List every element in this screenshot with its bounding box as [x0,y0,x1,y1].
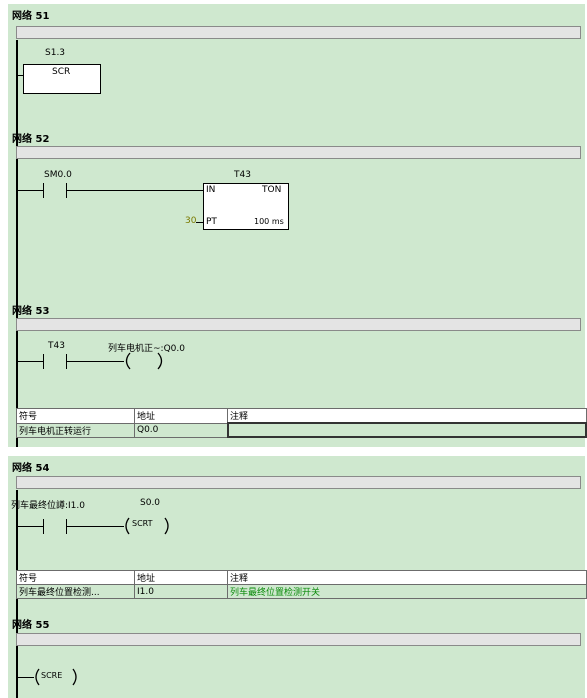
network-54-comment[interactable] [16,476,581,489]
scr-address[interactable]: S1.3 [45,48,66,58]
s00-coil-address[interactable]: S0.0 [140,498,161,508]
scre-label: SCRE [41,671,63,680]
scrt-label: SCRT [132,519,153,528]
network-53-comment[interactable] [16,318,581,331]
network-52-title: 网络 52 [12,134,50,145]
network-54-title: 网络 54 [12,463,50,474]
col-comment: 注释 [227,408,587,424]
q00-coil[interactable] [124,352,164,370]
network-51-comment[interactable] [16,26,581,39]
q00-coil-address[interactable]: 列车电机正~:Q0.0 [108,344,185,354]
sm00-wire-left [18,190,43,191]
col-address: 地址 [134,408,228,424]
network-52-comment[interactable] [16,146,581,159]
network-53-title: 网络 53 [12,306,50,317]
ton-timer-box[interactable]: IN TON PT 100 ms [203,183,289,230]
i10-wire-right [66,526,124,527]
power-rail [16,40,18,447]
symbol-cell[interactable]: 列车电机正转运行 [16,422,135,438]
network-55-title: 网络 55 [12,620,50,631]
scre-coil[interactable] [34,668,78,686]
symbol-table-53: 符号 地址 注释 列车电机正转运行 Q0.0 [16,408,587,438]
sm00-contact-left [43,183,44,198]
i10-contact-left [43,519,44,534]
i10-wire-left [18,526,43,527]
sm00-contact-address[interactable]: SM0.0 [44,170,72,180]
i10-contact-address[interactable]: 列车最终位譐:I1.0 [11,501,85,511]
scr-wire [18,75,24,76]
symbol-cell[interactable]: 列车最终位置检测... [16,584,135,599]
t43-contact-left [43,354,44,369]
col-symbol: 符号 [16,570,135,585]
address-cell[interactable]: I1.0 [134,584,228,599]
ladder-panel-bottom: 网络 54 列车最终位譐:I1.0 S0.0 SCRT 符号 地址 注释 列车最… [8,456,587,698]
sm00-wire-right[interactable] [66,190,203,191]
timer-type: TON [262,185,282,195]
symbol-table-54: 符号 地址 注释 列车最终位置检测... I1.0 列车最终位置检测开关 [16,570,587,599]
col-address: 地址 [134,570,228,585]
scre-wire [18,677,34,678]
comment-cell[interactable]: 列车最终位置检测开关 [227,584,587,599]
ladder-panel-top: 网络 51 S1.3 SCR 网络 52 SM0.0 T43 IN TON PT… [8,4,587,447]
pt-wire [196,222,203,223]
scrt-coil[interactable] [124,517,170,535]
scr-label: SCR [52,67,71,77]
network-55-comment[interactable] [16,633,581,646]
scr-box[interactable]: SCR [23,64,101,94]
network-51-title: 网络 51 [12,11,50,22]
t43-wire-right [66,361,124,362]
comment-cell[interactable] [226,422,587,438]
timer-in-pin: IN [206,185,216,195]
timer-address[interactable]: T43 [234,170,251,180]
timer-resolution: 100 ms [254,217,284,226]
timer-pt-pin: PT [206,217,217,227]
col-symbol: 符号 [16,408,135,424]
address-cell[interactable]: Q0.0 [134,422,228,438]
pt-value[interactable]: 30 [185,216,197,226]
col-comment: 注释 [227,570,587,585]
t43-contact-address[interactable]: T43 [48,341,65,351]
t43-wire-left [18,361,43,362]
